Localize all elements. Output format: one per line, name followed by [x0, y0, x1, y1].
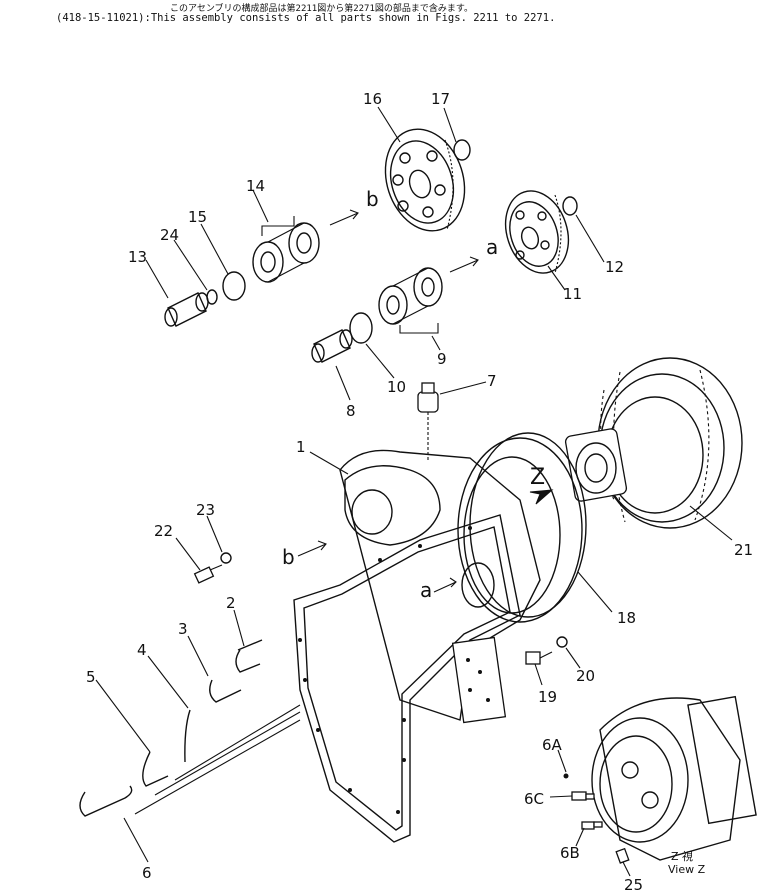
callout-22: 22	[154, 522, 173, 540]
arrow-a-top	[449, 256, 479, 273]
callout-25: 25	[624, 876, 643, 892]
snap-ring-15	[222, 271, 246, 301]
callout-7: 7	[487, 372, 497, 390]
callout-1: 1	[296, 438, 306, 456]
view-z-inset	[591, 695, 757, 861]
view-z-label-jp: Z 視	[671, 849, 693, 863]
callout-23: 23	[196, 501, 215, 519]
snap-ring-10	[349, 312, 373, 344]
plug-6A	[563, 773, 569, 779]
arrow-z	[529, 489, 554, 505]
callout-6: 6	[142, 864, 152, 882]
callout-21: 21	[734, 541, 753, 559]
bearing-pair-9	[378, 267, 443, 334]
view-z-label-en: View Z	[668, 863, 706, 876]
callout-6C: 6C	[524, 790, 544, 808]
breather-7	[417, 382, 439, 462]
bearing-pair-14	[252, 216, 320, 283]
arrow-b-top	[329, 209, 359, 226]
ref-z: Z	[530, 465, 545, 490]
callout-9: 9	[437, 350, 447, 368]
gear-16	[384, 128, 466, 232]
callout-5: 5	[86, 668, 96, 686]
gear-11	[504, 190, 570, 274]
ref-a-body: a	[420, 578, 432, 602]
plug-25	[615, 847, 630, 864]
callout-15: 15	[188, 208, 207, 226]
ring-24	[206, 289, 218, 305]
ref-b-top: b	[366, 187, 379, 211]
leader-lines	[95, 106, 733, 877]
gasket-18	[469, 432, 587, 618]
callout-12: 12	[605, 258, 624, 276]
callout-13: 13	[128, 248, 147, 266]
callout-10: 10	[387, 378, 406, 396]
arrow-b-body	[297, 540, 327, 557]
bolt-19	[525, 651, 553, 665]
callout-20: 20	[576, 667, 595, 685]
callout-3: 3	[178, 620, 188, 638]
ref-b-body: b	[282, 545, 295, 569]
callout-2: 2	[226, 594, 236, 612]
arrow-a-body	[433, 577, 457, 593]
bolt-22	[193, 564, 223, 584]
callout-19: 19	[538, 688, 557, 706]
washer-23	[220, 552, 232, 564]
shaft-8	[311, 329, 353, 363]
callout-6A: 6A	[542, 736, 563, 754]
callout-18: 18	[617, 609, 636, 627]
callout-17: 17	[431, 90, 450, 108]
washer-20	[556, 636, 568, 648]
callout-4: 4	[137, 641, 147, 659]
pipes-2-to-6	[79, 639, 301, 817]
callout-24: 24	[160, 226, 179, 244]
snap-ring-17	[453, 139, 471, 161]
callout-14: 14	[246, 177, 265, 195]
snap-ring-12	[562, 196, 578, 216]
shaft-13	[164, 292, 209, 327]
ref-a-top: a	[486, 235, 498, 259]
fitting-6C	[571, 791, 595, 801]
japanese-assembly-note: このアセンブリの構成部品は第2211図から第2271図の部品まで含みます。	[170, 4, 473, 14]
torque-converter-21	[564, 357, 743, 529]
callout-6B: 6B	[560, 844, 580, 862]
fitting-6B	[581, 821, 603, 830]
callout-8: 8	[346, 402, 356, 420]
assembly-note: (418-15-11021):This assembly consists of…	[56, 12, 556, 24]
callout-11: 11	[563, 285, 582, 303]
callout-16: 16	[363, 90, 382, 108]
